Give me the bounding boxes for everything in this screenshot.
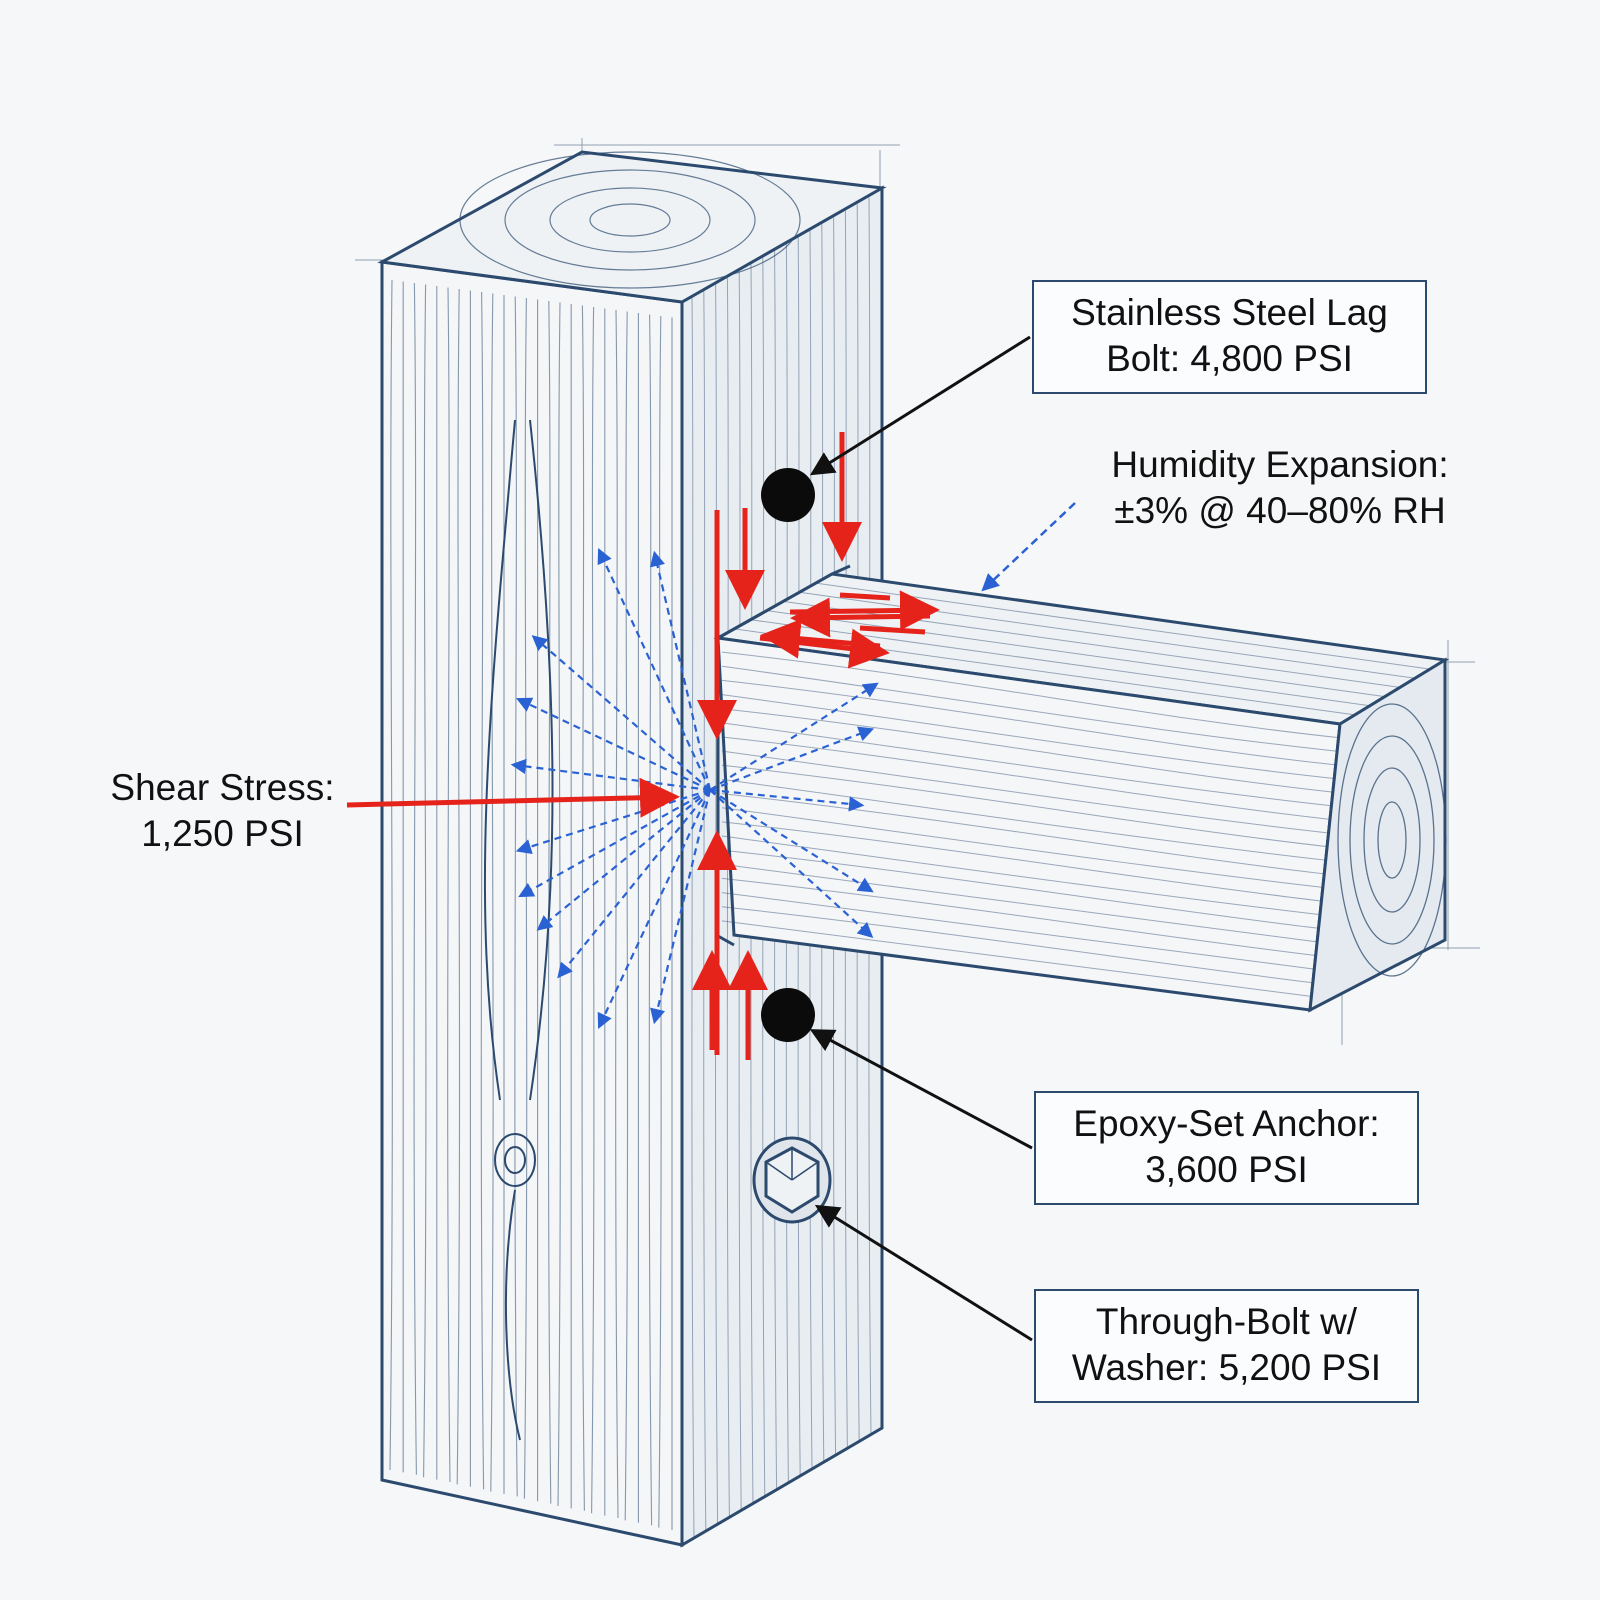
dispersion-arrow <box>709 726 875 792</box>
grain-line <box>703 291 707 1532</box>
grain-line <box>721 651 1339 739</box>
grain-line <box>721 821 1322 902</box>
grain-line <box>547 300 552 1504</box>
grain-line <box>721 877 1316 957</box>
humidity-label: Humidity Expansion: ±3% @ 40–80% RH <box>1090 442 1470 534</box>
dispersion-arrow <box>650 789 712 1025</box>
grain-line <box>721 736 1331 820</box>
epoxy-label-line2: 3,600 PSI <box>1145 1149 1308 1190</box>
humidity-label-line1: Humidity Expansion: <box>1111 444 1449 485</box>
dispersion-arrow <box>709 682 879 791</box>
shear-label-line1: Shear Stress: <box>110 767 335 808</box>
grain-line <box>523 297 528 1499</box>
grain-line <box>721 793 1325 875</box>
lag-bolt-label-line1: Stainless Steel Lag <box>1071 292 1388 333</box>
dispersion-arrow <box>536 789 711 931</box>
through-bolt-callout: Through-Bolt w/ Washer: 5,200 PSI <box>1034 1289 1419 1403</box>
grain-line <box>691 297 695 1539</box>
grain-line <box>480 291 485 1490</box>
through-bolt-label-line1: Through-Bolt w/ <box>1095 1301 1358 1342</box>
grain-line <box>721 807 1323 888</box>
grain-line <box>721 750 1329 834</box>
lag-bolt-leader <box>809 335 1031 476</box>
dispersion-arrow <box>531 635 711 791</box>
post-top-face <box>377 150 887 304</box>
hex-bolt-washer-icon <box>752 1136 832 1224</box>
grain-line <box>447 287 451 1483</box>
grain-line <box>721 849 1319 929</box>
grain-line <box>413 282 417 1475</box>
construction-lines <box>355 138 1480 1045</box>
dispersion-arrow <box>650 550 712 791</box>
through-bolt-label-line2: Washer: 5,200 PSI <box>1071 1347 1382 1388</box>
grain-line <box>721 835 1321 916</box>
grain-line <box>721 665 1338 752</box>
grain-line <box>766 610 1386 698</box>
force-arrows <box>346 432 940 1060</box>
shear-label: Shear Stress: 1,250 PSI <box>80 765 365 857</box>
dispersion-arrow <box>597 789 711 1029</box>
epoxy-label-line1: Epoxy-Set Anchor: <box>1073 1103 1380 1144</box>
grain-line <box>721 708 1333 793</box>
post-front-face <box>380 260 684 1547</box>
post-end-grain-rings <box>459 151 801 289</box>
stress-dispersion-arrows <box>510 548 879 1029</box>
grain-line <box>721 778 1326 861</box>
beam <box>713 564 1450 1013</box>
grain-line <box>721 906 1313 984</box>
dispersion-arrow <box>510 758 711 792</box>
dispersion-arrow <box>597 548 711 791</box>
grain-line <box>715 284 719 1525</box>
grain-line <box>648 314 653 1526</box>
grain-line <box>514 296 518 1497</box>
grain-line <box>721 722 1332 807</box>
grain-line <box>456 288 461 1485</box>
epoxy-anchor-hole-icon <box>761 988 815 1042</box>
grain-line <box>581 305 585 1511</box>
dispersion-arrow <box>557 789 711 979</box>
shear-load-arrow <box>346 777 680 818</box>
humidity-leader <box>981 502 1076 592</box>
grain-line <box>721 694 1335 779</box>
leader-arrows <box>809 335 1033 1342</box>
post <box>377 150 887 1548</box>
lag-bolt-label-line2: Bolt: 4,800 PSI <box>1106 338 1353 379</box>
grain-line <box>624 311 629 1521</box>
beam-end-grain-rings <box>1337 703 1447 977</box>
dispersion-arrow <box>515 788 711 855</box>
lag-bolt-callout: Stainless Steel Lag Bolt: 4,800 PSI <box>1032 280 1427 394</box>
shear-label-line2: 1,250 PSI <box>141 813 304 854</box>
dispersion-arrow <box>709 788 865 812</box>
through-bolt-leader <box>814 1204 1033 1342</box>
grain-line <box>615 309 619 1519</box>
grain-line <box>490 293 494 1492</box>
grain-line <box>721 679 1336 766</box>
epoxy-callout: Epoxy-Set Anchor: 3,600 PSI <box>1034 1091 1419 1205</box>
grain-line <box>557 302 561 1507</box>
wood-knot <box>483 419 554 1441</box>
dispersion-arrow <box>709 789 874 893</box>
grain-line <box>721 764 1328 848</box>
grain-line <box>389 279 393 1471</box>
grain-line <box>423 284 427 1478</box>
epoxy-leader <box>809 1029 1033 1150</box>
humidity-label-line2: ±3% @ 40–80% RH <box>1114 490 1446 531</box>
lag-bolt-hole-icon <box>761 468 815 522</box>
